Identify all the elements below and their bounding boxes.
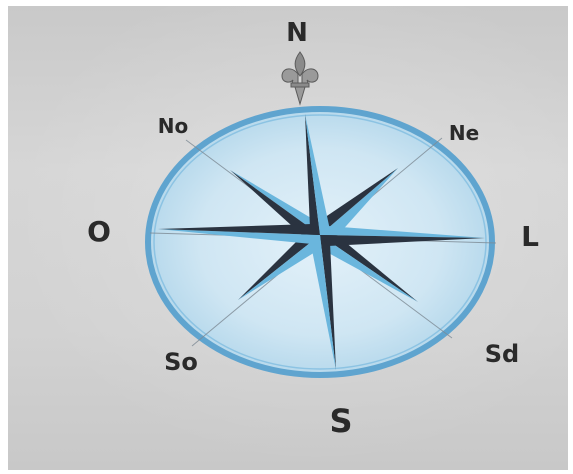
label-southeast: Sd <box>485 340 519 368</box>
label-north: N <box>286 18 308 48</box>
label-west: O <box>87 215 111 248</box>
label-southwest: So <box>164 348 198 376</box>
label-south: S <box>329 402 352 440</box>
fleur-de-lis-icon <box>282 52 318 104</box>
label-northwest: No <box>158 114 188 138</box>
label-east: L <box>521 220 539 253</box>
label-northeast: Ne <box>449 121 479 145</box>
